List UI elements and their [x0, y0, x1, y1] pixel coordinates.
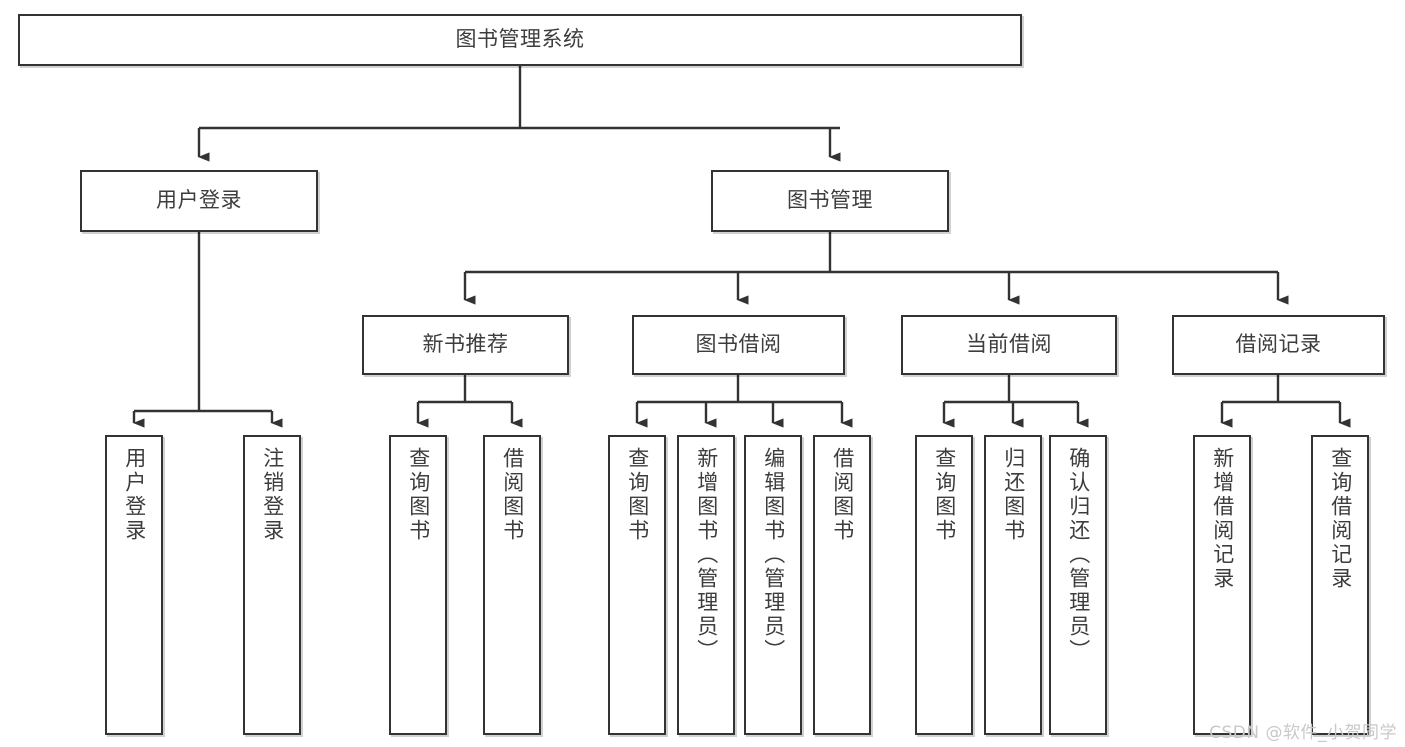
node-leaf-query-book-borrow-label: 查询图书	[625, 447, 650, 543]
connector-root-to-level1	[197, 66, 841, 162]
node-leaf-query-book-cur-label: 查询图书	[932, 447, 957, 543]
node-leaf-confirm-return-admin-label: 确认归还（管理员）	[1066, 447, 1091, 663]
node-current-borrow[interactable]: 当前借阅	[901, 315, 1117, 375]
node-leaf-add-book-admin[interactable]: 新增图书（管理员）	[677, 435, 735, 735]
connector-userlogin-to-leaves	[132, 232, 283, 428]
node-new-book-recommend-label: 新书推荐	[422, 332, 509, 357]
node-leaf-query-borrow-record-label: 查询借阅记录	[1328, 447, 1353, 591]
node-leaf-query-book-cur[interactable]: 查询图书	[915, 435, 973, 735]
node-leaf-user-logout-label: 注销登录	[260, 447, 285, 543]
connector-newbook-to-leaves	[416, 375, 523, 428]
node-book-borrow[interactable]: 图书借阅	[632, 315, 845, 375]
node-user-login-label: 用户登录	[156, 188, 242, 213]
node-leaf-borrow-book-label: 借阅图书	[830, 447, 855, 543]
node-leaf-borrow-book-rec-label: 借阅图书	[500, 447, 525, 543]
node-user-login[interactable]: 用户登录	[80, 170, 318, 232]
node-current-borrow-label: 当前借阅	[966, 332, 1052, 357]
node-book-manage-label: 图书管理	[787, 188, 873, 213]
node-leaf-query-book-rec[interactable]: 查询图书	[389, 435, 447, 735]
node-leaf-user-login-label: 用户登录	[122, 447, 147, 543]
node-leaf-add-borrow-record-label: 新增借阅记录	[1210, 447, 1235, 591]
node-book-borrow-label: 图书借阅	[695, 332, 782, 357]
node-leaf-return-book-label: 归还图书	[1001, 447, 1026, 543]
node-leaf-borrow-book-rec[interactable]: 借阅图书	[483, 435, 541, 735]
node-book-manage[interactable]: 图书管理	[711, 170, 949, 232]
connector-bookborrow-to-leaves	[635, 375, 853, 428]
node-leaf-query-book-rec-label: 查询图书	[406, 447, 431, 543]
node-leaf-query-book-borrow[interactable]: 查询图书	[608, 435, 666, 735]
node-leaf-add-borrow-record[interactable]: 新增借阅记录	[1193, 435, 1251, 735]
csdn-watermark: CSDN @软件_小贺同学	[1209, 723, 1397, 743]
node-leaf-borrow-book[interactable]: 借阅图书	[813, 435, 871, 735]
node-leaf-user-logout[interactable]: 注销登录	[243, 435, 301, 735]
connector-currentborrow-to-leaves	[942, 375, 1089, 428]
node-leaf-edit-book-admin[interactable]: 编辑图书（管理员）	[744, 435, 802, 735]
node-leaf-query-borrow-record[interactable]: 查询借阅记录	[1311, 435, 1369, 735]
connector-borrowrecord-to-leaves	[1220, 375, 1351, 428]
node-root-label: 图书管理系统	[455, 27, 585, 52]
node-leaf-edit-book-admin-label: 编辑图书（管理员）	[761, 447, 786, 663]
connector-bookmanage-to-level2	[463, 232, 1289, 305]
node-borrow-record[interactable]: 借阅记录	[1172, 315, 1385, 375]
node-borrow-record-label: 借阅记录	[1235, 332, 1322, 357]
node-leaf-confirm-return-admin[interactable]: 确认归还（管理员）	[1049, 435, 1107, 735]
node-leaf-add-book-admin-label: 新增图书（管理员）	[694, 447, 719, 663]
node-new-book-recommend[interactable]: 新书推荐	[362, 315, 569, 375]
node-root[interactable]: 图书管理系统	[18, 14, 1022, 66]
node-leaf-user-login[interactable]: 用户登录	[105, 435, 163, 735]
node-leaf-return-book[interactable]: 归还图书	[984, 435, 1042, 735]
